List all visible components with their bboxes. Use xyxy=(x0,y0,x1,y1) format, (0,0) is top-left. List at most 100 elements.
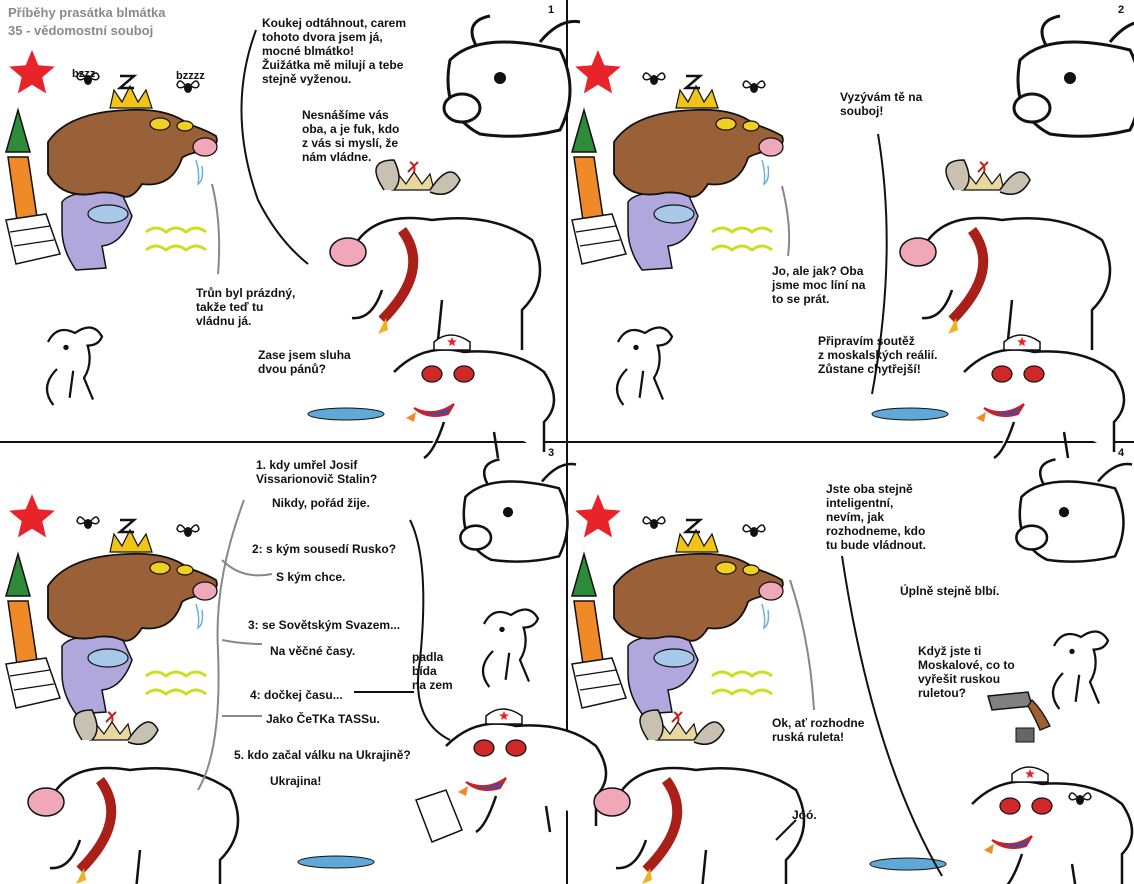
panel-2-kremlin-cow xyxy=(963,334,1126,460)
red-star-icon xyxy=(499,711,509,720)
boar-body xyxy=(613,552,784,642)
panel-2-cow-head xyxy=(1012,14,1134,138)
hammer-sickle-icon xyxy=(407,161,419,173)
toilet-throne xyxy=(61,635,133,715)
boar-snout xyxy=(758,581,784,601)
cow-muzzle xyxy=(1012,92,1052,124)
red-eye-right xyxy=(1031,797,1053,815)
red-eye-right xyxy=(453,365,475,383)
bubble-2-3: Připravím soutěž z moskalských reálií. Z… xyxy=(818,334,938,376)
comic-title: Příběhy prasátka blmátka xyxy=(8,5,166,20)
fly-icon xyxy=(176,524,200,537)
answer-4: Jako ČeTKa TASSu. xyxy=(266,712,380,726)
question-5: 5. kdo začal válku na Ukrajině? xyxy=(234,748,411,762)
red-eye-right xyxy=(1023,365,1045,383)
bubble-2-1: Vyzývám tě na souboj! xyxy=(840,90,923,118)
cow-muzzle xyxy=(459,524,493,551)
panel-2-czar-cow xyxy=(899,159,1112,350)
panel-3-puddle xyxy=(297,855,375,869)
panel-2-goat xyxy=(615,326,674,406)
cow-snout xyxy=(27,787,65,817)
carrot-leaves xyxy=(571,551,597,597)
panel-4-tail-line xyxy=(841,555,943,877)
grass-patch xyxy=(145,670,207,696)
panel-3-kremlin-cow xyxy=(445,708,608,834)
broken-chair xyxy=(5,213,61,265)
answer-1: Nikdy, pořád žije. xyxy=(272,496,370,510)
panel-number-4: 4 xyxy=(1118,447,1125,459)
panel-1-throne-scene xyxy=(5,50,218,271)
panel-1-cow-head xyxy=(442,14,581,138)
sash xyxy=(642,777,683,874)
sleep-z-icon xyxy=(682,74,704,90)
panel-3-throne-scene xyxy=(5,494,218,715)
bubble-1-4: Zase jsem sluha dvou pánů? xyxy=(258,348,351,376)
cow-ears xyxy=(945,159,1031,195)
bubble-4-3: Když jste ti Moskalové, co to vyřešit ru… xyxy=(918,644,1015,700)
goat-figure xyxy=(1051,630,1110,710)
boar-body xyxy=(47,552,218,642)
grass-patch xyxy=(711,670,773,696)
panel-number-2: 2 xyxy=(1118,4,1125,16)
fly-icon xyxy=(742,80,766,93)
bubble-1-1: Koukej odtáhnout, carem tohoto dvora jse… xyxy=(262,16,407,86)
hammer-sickle-icon xyxy=(105,711,117,723)
panel-4-cow-head xyxy=(1015,458,1133,563)
panel-1-goat xyxy=(45,326,104,406)
answer-3: Na věčné časy. xyxy=(270,644,356,658)
cow-snout xyxy=(593,787,631,817)
bubble-1-3: Trůn byl prázdný, takže teď tu vládnu já… xyxy=(196,286,296,328)
carrot-leaves xyxy=(5,551,31,597)
panel-1-speech-line xyxy=(211,183,221,275)
crown-icon xyxy=(109,84,153,109)
question-1: 1. kdy umřel Josif Vissarionovič Stalin? xyxy=(256,458,378,486)
red-star-icon xyxy=(9,50,55,94)
panel-4-kremlin-cow xyxy=(971,766,1134,884)
sash xyxy=(948,227,989,324)
red-star-icon xyxy=(575,50,621,94)
cow-muzzle xyxy=(442,92,482,124)
panel-2-puddle xyxy=(871,407,949,421)
red-star-icon xyxy=(9,494,55,538)
fly-icon xyxy=(76,516,100,529)
red-star-icon xyxy=(447,337,457,346)
carrot-leaves xyxy=(5,107,31,153)
bubble-4-5: Jóó. xyxy=(792,808,817,822)
cow-ears xyxy=(639,709,725,745)
red-eye-left xyxy=(991,365,1013,383)
panel-1-kremlin-cow xyxy=(393,334,556,460)
toilet-throne xyxy=(61,191,133,271)
question-3: 3: se Sovětským Svazem... xyxy=(248,618,401,632)
red-eye-left xyxy=(473,739,495,757)
red-eye-left xyxy=(421,365,443,383)
bubble-3-fall: padla bída na zem xyxy=(412,650,453,692)
cow-ears xyxy=(73,709,159,745)
panel-4-puddle xyxy=(869,857,947,871)
hammer-sickle-icon xyxy=(977,161,989,173)
cow-muzzle xyxy=(1015,524,1049,551)
fly-icon xyxy=(76,72,100,85)
red-star-icon xyxy=(1017,337,1027,346)
czar-cow-body xyxy=(614,766,806,884)
broken-chair xyxy=(571,657,627,709)
sleep-z-icon xyxy=(116,518,138,534)
boar-snout xyxy=(192,581,218,601)
panel-1-tail-line xyxy=(240,29,309,265)
buzz-sound-2: bzzzz xyxy=(176,70,205,82)
bubble-2-2: Jo, ale jak? Oba jsme moc líní na to se … xyxy=(772,264,866,306)
panel-4-throne-scene xyxy=(571,494,784,715)
bubble-4-1: Jste oba stejně inteligentní, nevím, jak… xyxy=(826,482,926,552)
panel-2-tail-line xyxy=(871,133,888,395)
goat-figure xyxy=(481,608,540,688)
czar-cow-body xyxy=(48,766,240,884)
red-star-icon xyxy=(1025,769,1035,778)
bubble-4-4: Ok, ať rozhodne ruská ruleta! xyxy=(772,716,865,744)
cow-snout xyxy=(899,237,937,267)
broken-chair xyxy=(5,657,61,709)
czar-cow-body xyxy=(920,216,1112,350)
goat-figure xyxy=(615,326,674,406)
panel-2-throne-scene xyxy=(571,50,784,271)
buzz-sound-1: bzzz xyxy=(72,68,96,80)
boar-snout xyxy=(758,137,784,157)
